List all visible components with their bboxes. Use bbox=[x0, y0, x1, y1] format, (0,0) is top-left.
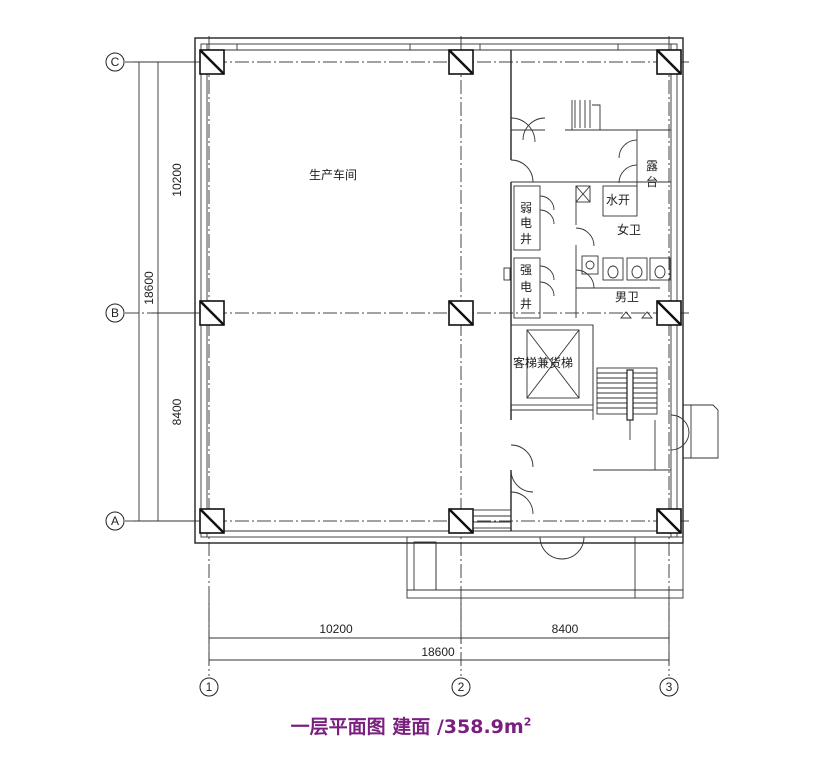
room-label-strong-shaft-1: 强 bbox=[520, 263, 532, 277]
dim-left-total: 18600 bbox=[142, 271, 156, 305]
stairs-upper bbox=[571, 100, 601, 131]
dim-left-upper: 10200 bbox=[170, 163, 184, 197]
stairs-lower bbox=[596, 367, 658, 440]
column-b1 bbox=[199, 300, 225, 326]
exterior-walls bbox=[194, 37, 684, 544]
room-label-workshop: 生产车间 bbox=[309, 167, 357, 182]
dim-bottom-right: 8400 bbox=[552, 622, 579, 636]
column-a2 bbox=[448, 508, 474, 534]
room-label-elevator: 客梯兼货梯 bbox=[513, 355, 573, 370]
wc-fixtures bbox=[503, 255, 671, 319]
plan-caption-superscript: 2 bbox=[523, 715, 532, 729]
axis-label-a: A bbox=[111, 514, 119, 528]
axis-label-2: 2 bbox=[458, 680, 465, 694]
axis-grid bbox=[125, 36, 690, 676]
plan-caption: 一层平面图 建面 /358.9m2 bbox=[0, 712, 822, 739]
dim-left-lower: 8400 bbox=[170, 398, 184, 425]
room-label-strong-shaft-3: 井 bbox=[520, 297, 532, 311]
column-a1 bbox=[199, 508, 225, 534]
axis-label-1: 1 bbox=[206, 680, 213, 694]
column-c3 bbox=[656, 49, 682, 75]
room-labels: 生产车间 弱 电 井 强 电 井 露 台 水开 女卫 男卫 客梯兼货梯 bbox=[309, 159, 658, 370]
column-a3 bbox=[656, 508, 682, 534]
axis-bubbles: C B A 1 2 3 bbox=[105, 52, 679, 697]
side-porch bbox=[683, 404, 719, 459]
column-b3 bbox=[656, 300, 682, 326]
room-label-terrace-1: 露 bbox=[646, 159, 658, 173]
room-label-strong-shaft-2: 电 bbox=[520, 280, 532, 294]
room-label-weak-shaft-2: 电 bbox=[520, 216, 532, 230]
column-c1 bbox=[199, 49, 225, 75]
plan-caption-title: 一层平面图 建面 /358.9m bbox=[290, 716, 524, 738]
door-swings bbox=[510, 117, 690, 560]
dimension-lines bbox=[133, 61, 670, 665]
room-label-womens-wc: 女卫 bbox=[617, 222, 641, 237]
axis-label-c: C bbox=[111, 55, 120, 69]
dim-bottom-total: 18600 bbox=[421, 645, 455, 659]
room-label-weak-shaft-1: 弱 bbox=[520, 201, 532, 215]
interior-walls bbox=[510, 50, 671, 531]
column-c2 bbox=[448, 49, 474, 75]
room-label-janitor: 水开 bbox=[606, 193, 630, 207]
axis-label-b: B bbox=[111, 306, 119, 320]
axis-label-3: 3 bbox=[666, 680, 673, 694]
column-b2 bbox=[448, 300, 474, 326]
structural-columns bbox=[199, 49, 682, 534]
room-label-weak-shaft-3: 井 bbox=[520, 232, 532, 246]
room-label-terrace-2: 台 bbox=[646, 174, 658, 189]
entrance-canopy bbox=[406, 509, 684, 599]
room-label-mens-wc: 男卫 bbox=[615, 290, 639, 304]
dim-bottom-left: 10200 bbox=[319, 622, 353, 636]
